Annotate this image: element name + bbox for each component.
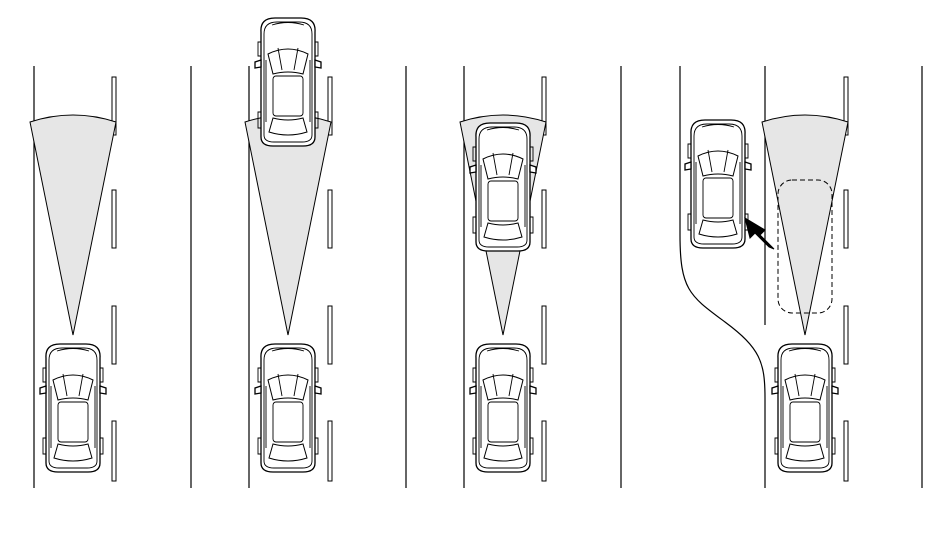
cut-in-ghost-vehicle — [777, 179, 833, 314]
vehicle-ahead-icon — [469, 122, 537, 252]
radar-beam — [761, 114, 849, 336]
panel-1 — [29, 66, 192, 488]
lane-marking — [327, 76, 333, 482]
panel-3 — [459, 66, 622, 488]
road-edge-merging — [679, 66, 766, 488]
own-car-icon — [469, 343, 537, 473]
panel-2 — [244, 17, 407, 488]
radar-beam — [29, 114, 117, 336]
own-car-icon — [39, 343, 107, 473]
own-car-icon — [771, 343, 839, 473]
cut-in-direction-arrow-icon — [744, 216, 775, 250]
panel-4 — [679, 66, 923, 488]
distant-vehicle-icon — [254, 17, 322, 147]
merging-vehicle-icon — [684, 119, 752, 249]
own-car-icon — [254, 343, 322, 473]
radar-beam — [244, 114, 332, 336]
